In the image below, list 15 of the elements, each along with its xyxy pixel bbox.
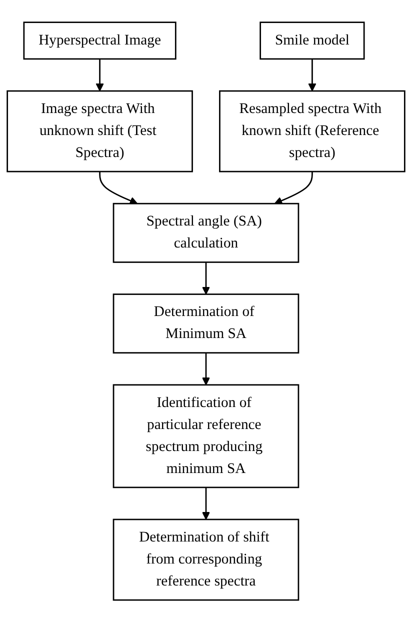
- arrow: [202, 488, 210, 520]
- node-box: [112, 384, 300, 488]
- node-box: [112, 203, 300, 264]
- arrow: [96, 59, 104, 92]
- node-box: [6, 90, 193, 173]
- node-box: [112, 294, 300, 354]
- arrow: [202, 262, 210, 295]
- arrow: [274, 172, 313, 205]
- node-box: [219, 90, 406, 173]
- arrow: [202, 353, 210, 386]
- node-box: [112, 519, 300, 602]
- arrow: [308, 59, 316, 92]
- node-box: [23, 22, 176, 60]
- node-box: [260, 22, 365, 60]
- arrow: [99, 172, 138, 205]
